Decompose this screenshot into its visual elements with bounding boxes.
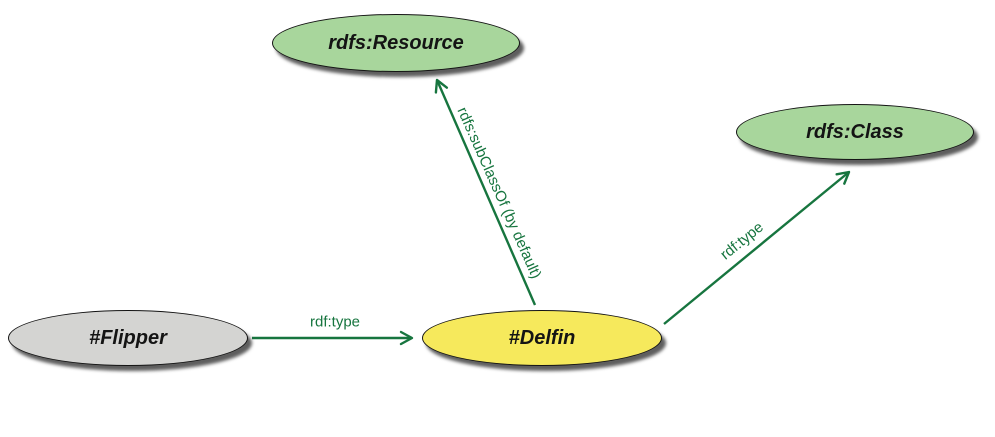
edge-label-rdf-type-flipper-delfin: rdf:type <box>309 313 361 331</box>
node-rdfs-resource: rdfs:Resource <box>272 14 520 72</box>
edge-subclassof-delfin-to-resource <box>434 78 537 306</box>
node-delfin: #Delfin <box>422 310 662 366</box>
node-rdfs-class: rdfs:Class <box>736 104 974 160</box>
node-flipper: #Flipper <box>8 310 248 366</box>
node-label: #Flipper <box>89 326 167 349</box>
node-label: rdfs:Resource <box>328 31 464 54</box>
node-label: #Delfin <box>508 326 576 349</box>
node-label: rdfs:Class <box>806 120 904 143</box>
edge-rdf-type-delfin-to-class <box>663 170 851 325</box>
